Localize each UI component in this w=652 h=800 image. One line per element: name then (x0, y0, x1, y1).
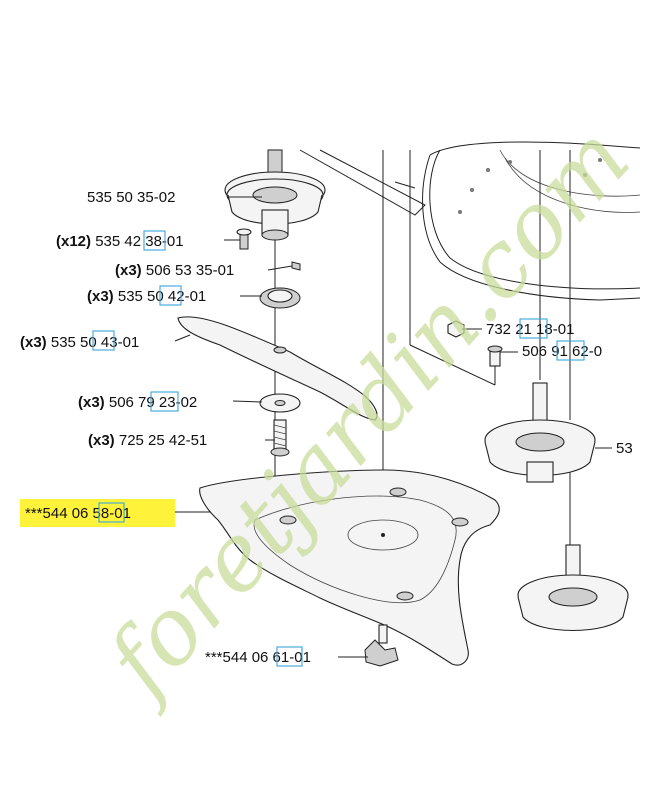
ref-box-06-shield (98, 502, 125, 523)
label-544-06-61-01: ***544 06 61-01 (205, 649, 311, 666)
label-53-partial: 53 (616, 440, 633, 457)
highlight-shield-number (20, 499, 175, 527)
blade-shield-plate (199, 469, 500, 667)
label-544-06-58-01: ***544 06 58-01 (25, 505, 131, 522)
label-506-53-35-01: (x3) 506 53 35-01 (115, 262, 234, 279)
label-535-50-43-01: (x3) 535 50 43-01 (20, 334, 139, 351)
left-spindle-assembly (177, 149, 378, 500)
mower-deck-housing (299, 141, 641, 301)
label-732-21-18-01: 732 21 18-01 (486, 321, 574, 338)
ref-box-06-knob (276, 646, 303, 667)
ref-box-79 (150, 391, 179, 412)
label-535-42-38-01: (x12) 535 42 38-01 (56, 233, 184, 250)
leader-lines (174, 196, 612, 658)
label-535-50-35-02: 535 50 35-02 (87, 189, 175, 206)
ref-box-42 (143, 230, 166, 251)
ref-box-21 (519, 318, 548, 339)
label-725-25-42-51: (x3) 725 25 42-51 (88, 432, 207, 449)
ref-box-50-blade (92, 330, 115, 351)
part-labels: 535 50 35-02 (x12) 535 42 38-01 (x3) 506… (20, 189, 633, 667)
label-506-79-23-02: (x3) 506 79 23-02 (78, 394, 197, 411)
ref-box-50-hub (159, 285, 182, 306)
label-506-91-62-0: 506 91 62-0 (522, 343, 602, 360)
ref-box-91 (556, 340, 585, 361)
right-spindle-assemblies (447, 320, 629, 631)
label-535-50-42-01: (x3) 535 50 42-01 (87, 288, 206, 305)
